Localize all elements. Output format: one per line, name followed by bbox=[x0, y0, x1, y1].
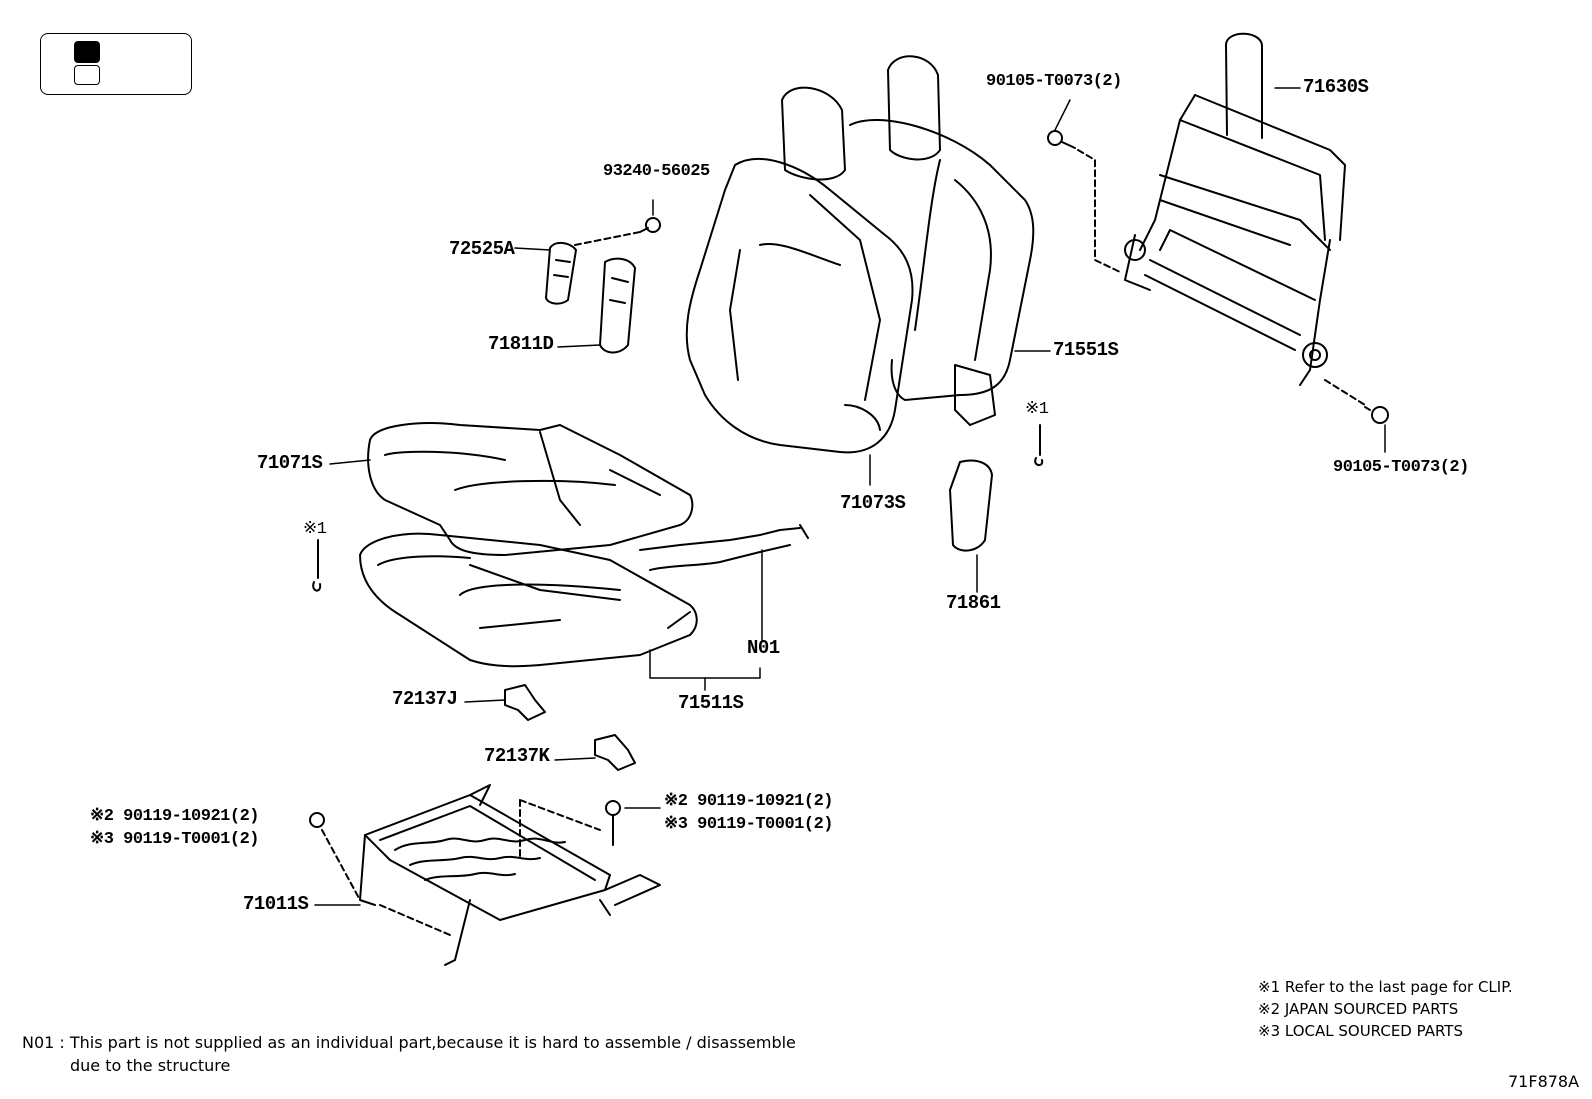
cushion-pad-71511S bbox=[359, 532, 698, 668]
label-71011S[interactable]: 71011S bbox=[243, 893, 309, 915]
note-2: ※2 JAPAN SOURCED PARTS bbox=[1258, 1000, 1459, 1018]
cushion-cover-71071S bbox=[367, 422, 694, 556]
label-93240-56025[interactable]: 93240-56025 bbox=[603, 162, 710, 181]
leader-lines bbox=[314, 87, 1386, 906]
footnote-line1: N01 : This part is not supplied as an in… bbox=[22, 1033, 796, 1052]
bolt-90105-top bbox=[1047, 130, 1121, 273]
label-71811D[interactable]: 71811D bbox=[488, 333, 554, 355]
screw-90119-left bbox=[309, 812, 361, 901]
legend-light-swatch bbox=[74, 65, 100, 85]
bracket-72137J bbox=[504, 684, 546, 721]
cover-71861 bbox=[949, 459, 993, 552]
label-90105-top[interactable]: 90105-T0073(2) bbox=[986, 72, 1122, 91]
label-90105-bottom[interactable]: 90105-T0073(2) bbox=[1333, 458, 1469, 477]
label-bolt-right-3[interactable]: ※3 90119-T0001(2) bbox=[664, 815, 833, 834]
screw-93240-56025 bbox=[574, 217, 661, 246]
cover-72525A bbox=[545, 242, 577, 305]
label-71511S[interactable]: 71511S bbox=[678, 692, 744, 714]
bracket-72137K bbox=[594, 734, 636, 771]
label-bolt-left-3[interactable]: ※3 90119-T0001(2) bbox=[90, 830, 259, 849]
label-note1-left: ※1 bbox=[303, 520, 327, 539]
label-71861[interactable]: 71861 bbox=[946, 592, 1001, 614]
legend-dark-swatch bbox=[74, 41, 100, 63]
screw-90119-right bbox=[605, 800, 621, 846]
seat-frame-71011S bbox=[359, 784, 661, 966]
label-bolt-right-2[interactable]: ※2 90119-10921(2) bbox=[664, 792, 833, 811]
diagram-code: 71F878A bbox=[1508, 1072, 1580, 1091]
legend-box bbox=[40, 33, 192, 95]
bolt-90105-bottom bbox=[1324, 379, 1389, 424]
label-71071S[interactable]: 71071S bbox=[257, 452, 323, 474]
clip-right bbox=[1034, 424, 1044, 466]
seatback-cover-71073S bbox=[685, 86, 914, 454]
dashed-guide-frame bbox=[379, 799, 601, 936]
label-bolt-left-2[interactable]: ※2 90119-10921(2) bbox=[90, 807, 259, 826]
label-71073S[interactable]: 71073S bbox=[840, 492, 906, 514]
seatback-frame-71630S bbox=[1124, 32, 1346, 386]
label-71551S[interactable]: 71551S bbox=[1053, 339, 1119, 361]
harness-N01 bbox=[639, 524, 809, 571]
cover-71811D bbox=[599, 257, 636, 354]
label-72137J[interactable]: 72137J bbox=[392, 688, 458, 710]
label-71630S[interactable]: 71630S bbox=[1303, 76, 1369, 98]
seatback-rear-71551S bbox=[849, 55, 1035, 426]
label-72525A[interactable]: 72525A bbox=[449, 238, 515, 260]
note-1: ※1 Refer to the last page for CLIP. bbox=[1258, 978, 1513, 996]
note-3: ※3 LOCAL SOURCED PARTS bbox=[1258, 1022, 1463, 1040]
clip-left bbox=[312, 539, 322, 592]
label-72137K[interactable]: 72137K bbox=[484, 745, 550, 767]
label-note1-right: ※1 bbox=[1025, 400, 1049, 419]
footnote-line2: due to the structure bbox=[70, 1056, 231, 1075]
label-N01[interactable]: N01 bbox=[747, 637, 780, 659]
